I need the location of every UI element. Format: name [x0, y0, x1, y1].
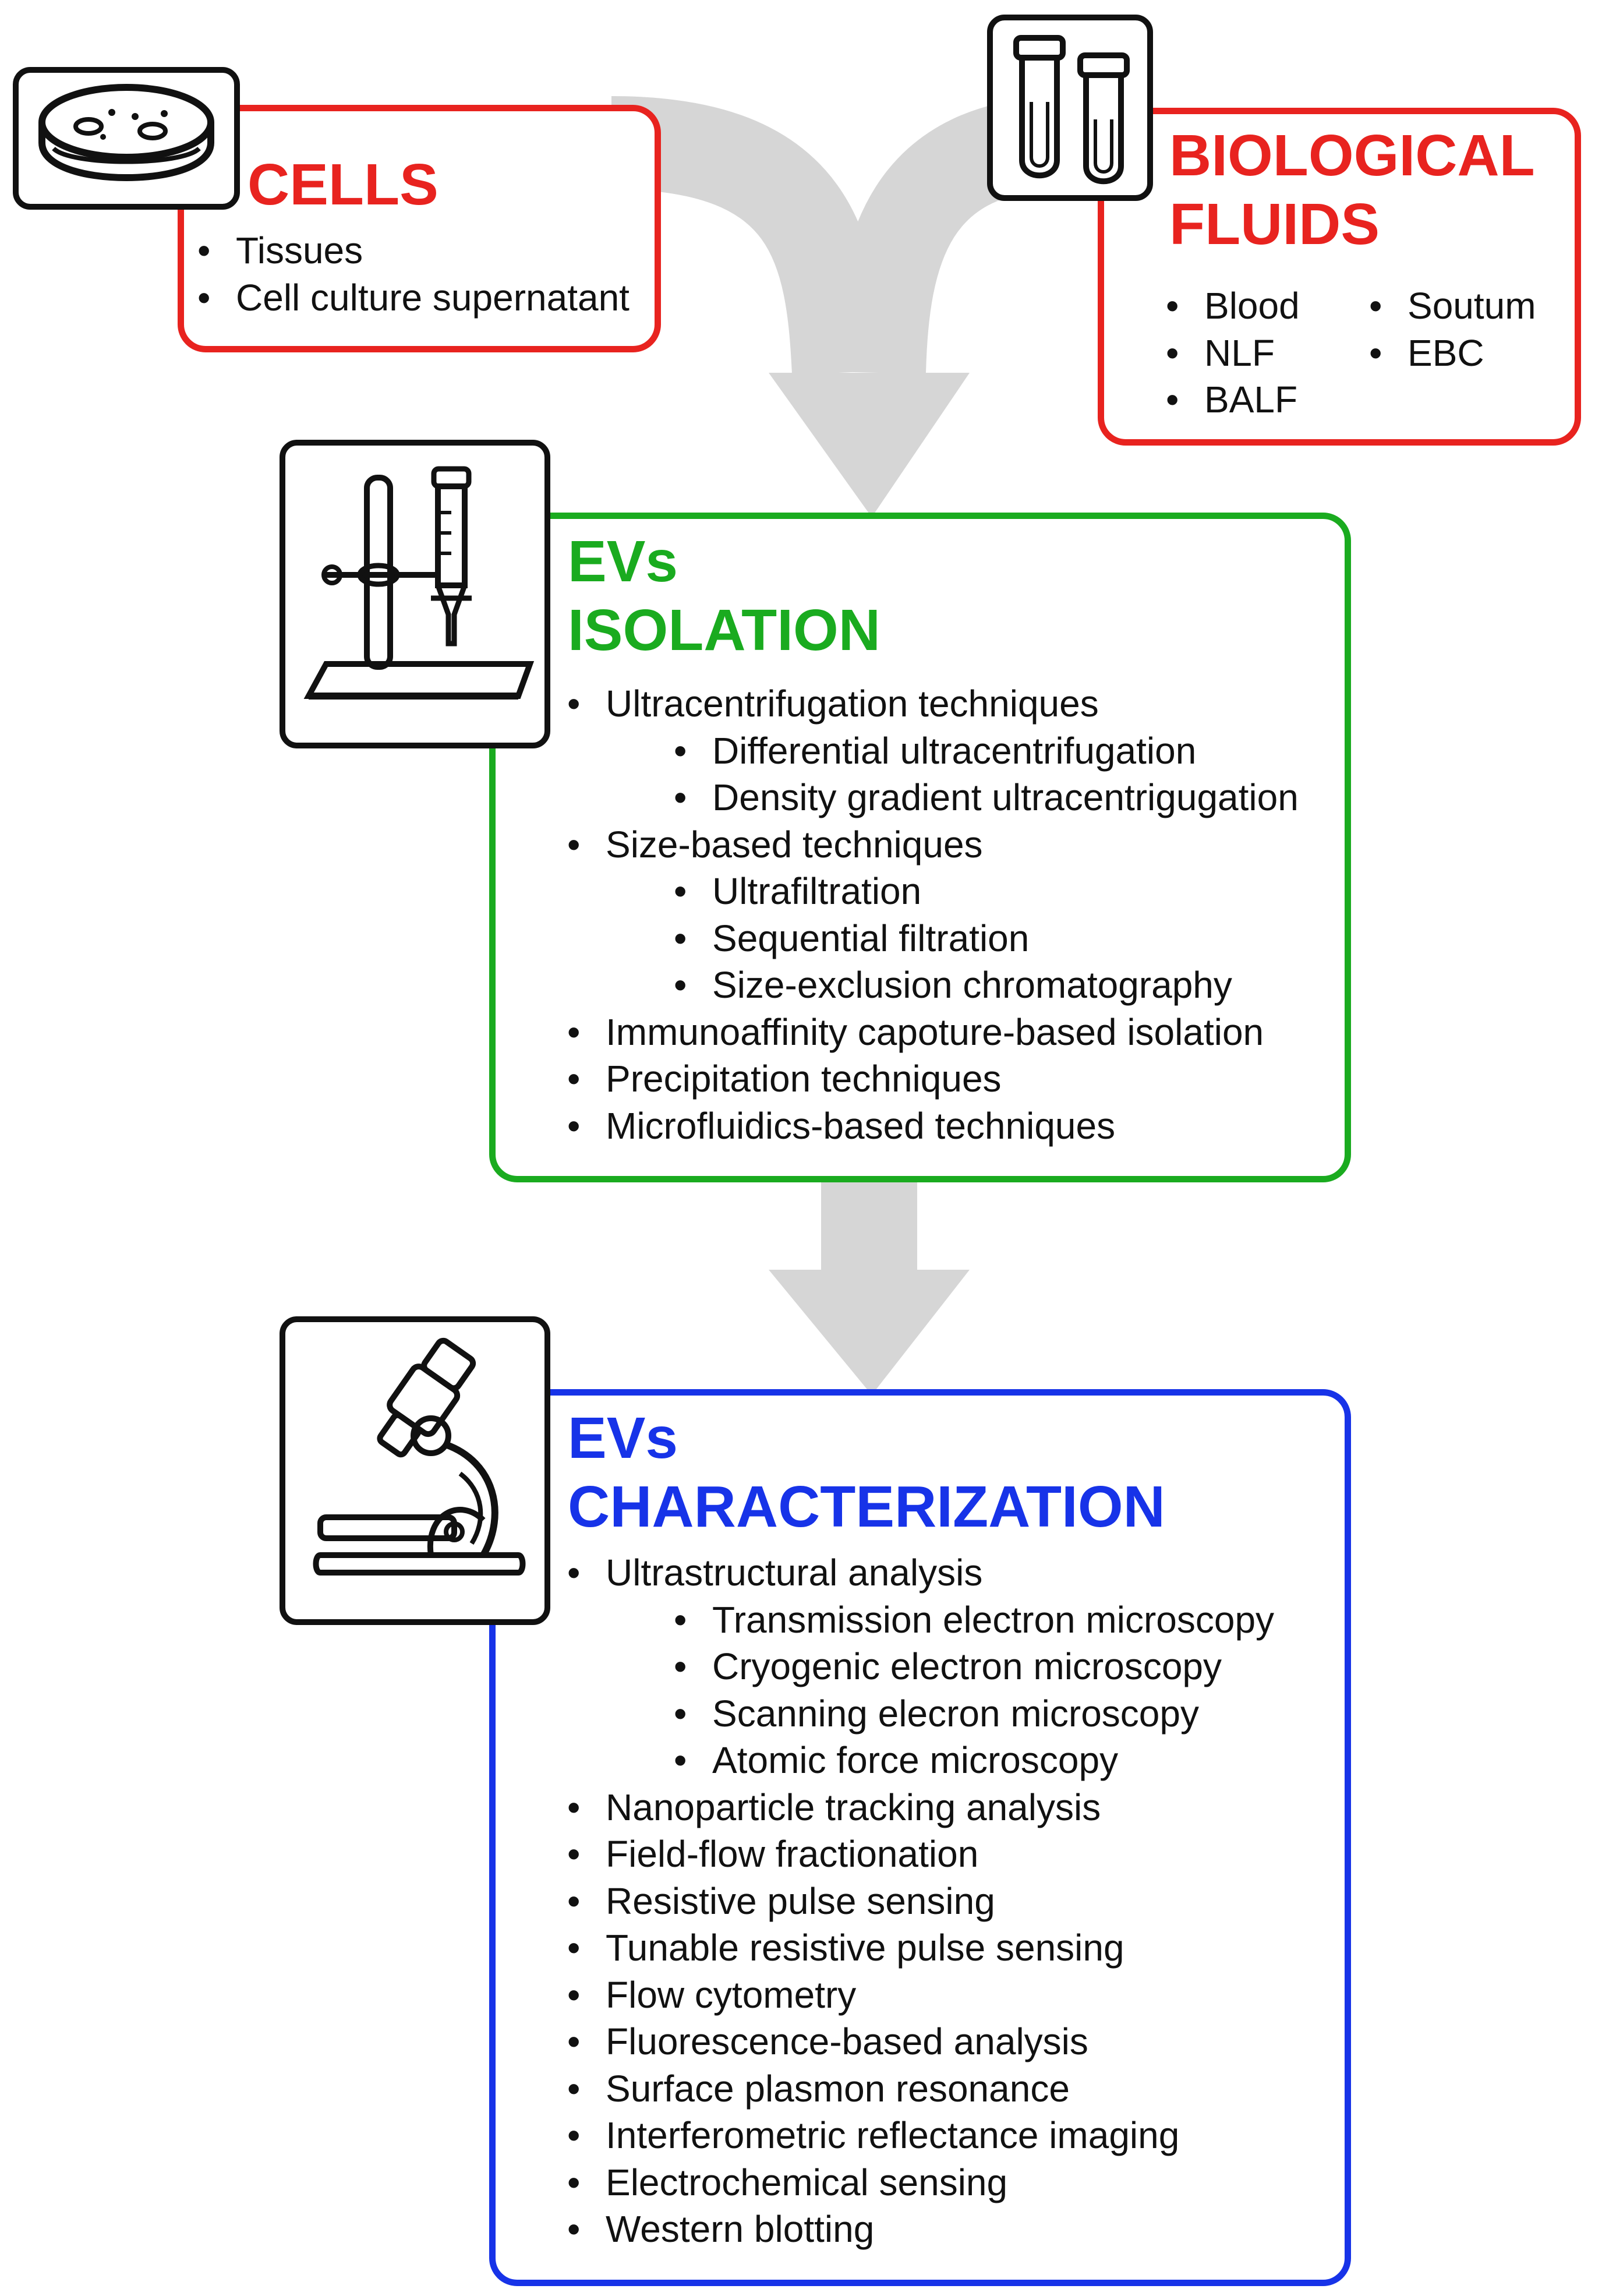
fluids-list-col1: Blood NLF BALF — [1166, 282, 1300, 423]
fluids-title-line1: BIOLOGICAL — [1169, 123, 1535, 188]
list-item: Field-flow fractionation — [567, 1831, 1274, 1878]
characterization-title: EVs CHARACTERIZATION — [568, 1404, 1165, 1541]
microscope-icon-box — [280, 1316, 550, 1625]
sub-list-item: Differential ultracentrifugation — [606, 727, 1299, 775]
lab-stand-burette-icon — [303, 466, 535, 700]
isolation-title-line1: EVs — [568, 529, 678, 594]
down-arrow-head — [769, 1270, 970, 1395]
sub-list-item: Sequential filtration — [606, 915, 1299, 962]
list-item: Resistive pulse sensing — [567, 1878, 1274, 1925]
list-item: Western blotting — [567, 2206, 1274, 2253]
sub-list-item: Density gradient ultracentrigugation — [606, 774, 1299, 821]
list-item: Soutum — [1369, 282, 1536, 330]
test-tubes-icon — [1013, 35, 1130, 185]
sub-list-item: Transmission electron microscopy — [606, 1596, 1274, 1644]
list-item: Nanoparticle tracking analysis — [567, 1784, 1274, 1831]
list-item: Immunoaffinity capoture-based isolation — [567, 1009, 1299, 1056]
merge-arrow-left-branch — [611, 96, 885, 375]
list-item: Tunable resistive pulse sensing — [567, 1924, 1274, 1972]
list-item: Ultracentrifugation techniques — [567, 680, 1299, 727]
cells-title: CELLS — [247, 152, 438, 217]
sub-list-item: Atomic force microscopy — [606, 1737, 1274, 1784]
microscope-icon — [313, 1337, 526, 1576]
isolation-title-line2: ISOLATION — [568, 598, 881, 663]
down-arrow-shaft — [821, 1174, 917, 1276]
list-item: Cell culture supernatant — [197, 274, 630, 322]
isolation-title: EVs ISOLATION — [568, 527, 880, 665]
lab-stand-icon-box — [280, 440, 550, 748]
fluids-list-col2: Soutum EBC — [1369, 282, 1536, 377]
petri-dish-icon — [38, 84, 214, 182]
test-tubes-icon-box — [987, 15, 1153, 201]
list-item: Tissues — [197, 227, 630, 274]
list-item: Electrochemical sensing — [567, 2159, 1274, 2206]
characterization-title-line2: CHARACTERIZATION — [568, 1474, 1165, 1539]
list-item: Precipitation techniques — [567, 1055, 1299, 1103]
sub-list-item: Size-exclusion chromatography — [606, 962, 1299, 1009]
merge-arrow-head — [769, 373, 970, 517]
isolation-list: Ultracentrifugation techniquesDifferenti… — [567, 680, 1299, 1150]
list-item: Size-based techniques — [567, 821, 1299, 868]
characterization-title-line1: EVs — [568, 1405, 678, 1471]
sub-list-item: Ultrafiltration — [606, 868, 1299, 915]
sub-list-item: Scanning elecron microscopy — [606, 1690, 1274, 1737]
list-item: Fluorescence-based analysis — [567, 2018, 1274, 2065]
fluids-title: BIOLOGICAL FLUIDS — [1169, 121, 1535, 259]
list-item: EBC — [1369, 330, 1536, 377]
list-item: BALF — [1166, 376, 1300, 423]
sub-list-item: Cryogenic electron microscopy — [606, 1643, 1274, 1690]
list-item: Microfluidics-based techniques — [567, 1103, 1299, 1150]
list-item: Flow cytometry — [567, 1972, 1274, 2019]
characterization-list: Ultrastructural analysisTransmission ele… — [567, 1549, 1274, 2253]
petri-dish-icon-box — [13, 67, 240, 210]
list-item: Blood — [1166, 282, 1300, 330]
list-item: NLF — [1166, 330, 1300, 377]
cells-list: Tissues Cell culture supernatant — [197, 227, 630, 322]
list-item: Surface plasmon resonance — [567, 2065, 1274, 2113]
list-item: Interferometric reflectance imaging — [567, 2112, 1274, 2159]
list-item: Ultrastructural analysis — [567, 1549, 1274, 1596]
fluids-title-line2: FLUIDS — [1169, 192, 1380, 257]
